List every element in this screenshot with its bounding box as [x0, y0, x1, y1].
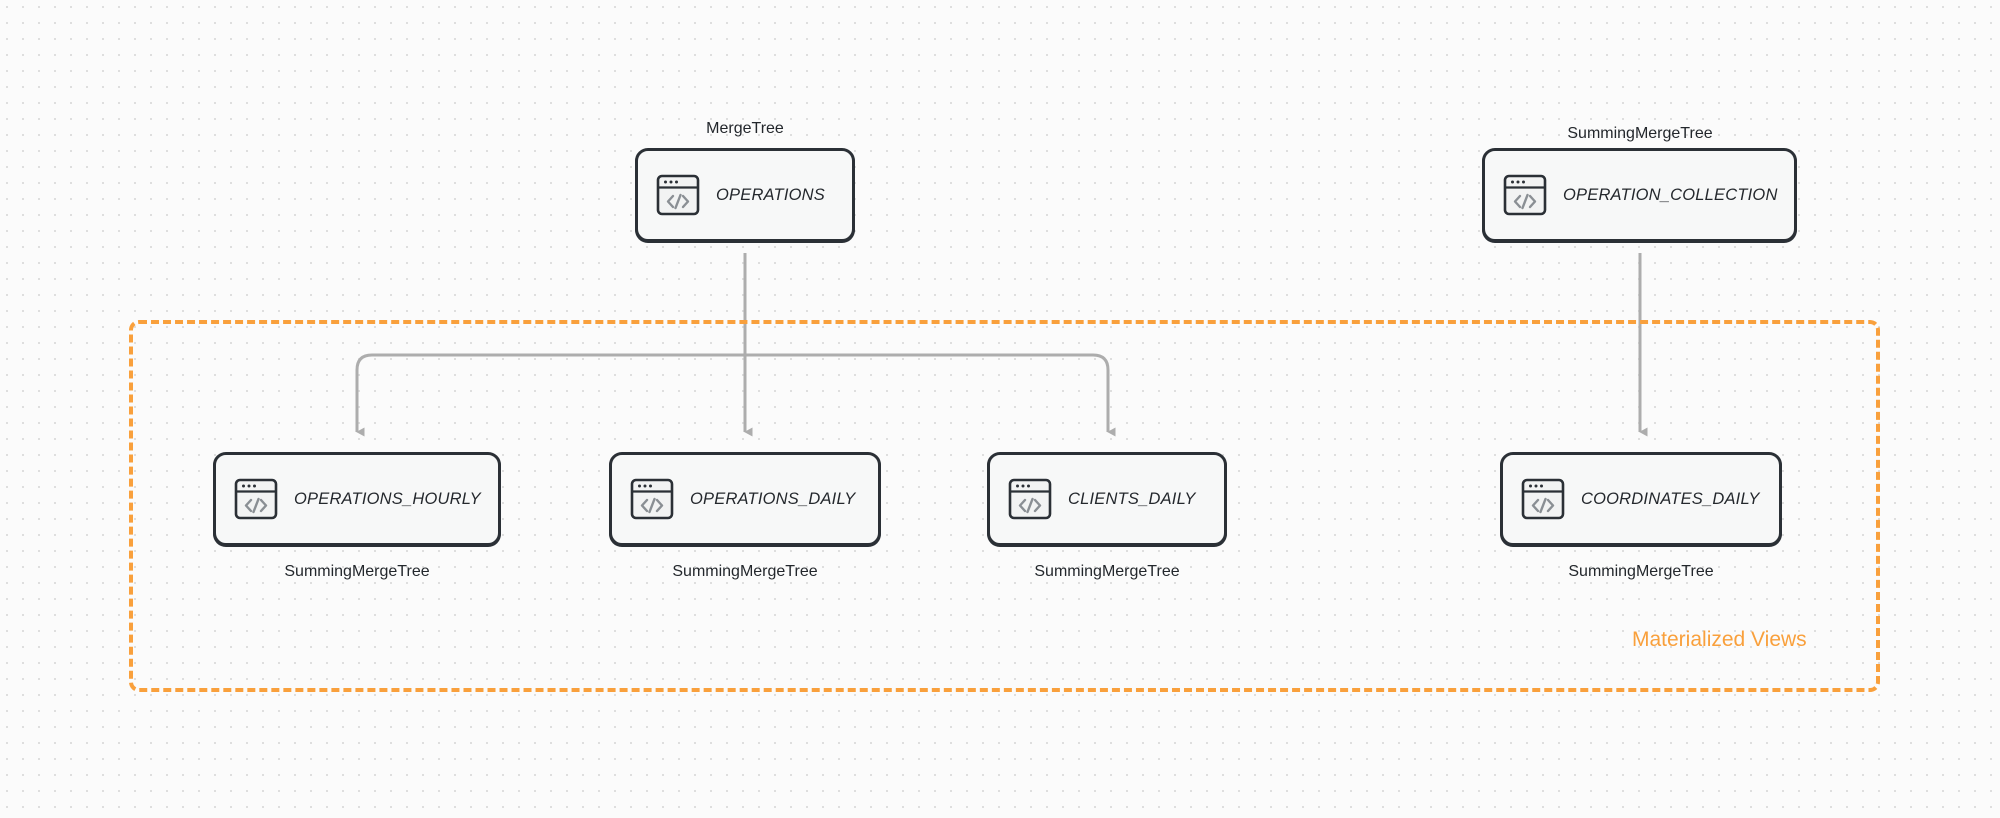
- engine-caption-operations-hourly: SummingMergeTree: [284, 563, 430, 580]
- node-operation-collection[interactable]: OPERATION_COLLECTION: [1482, 148, 1797, 242]
- node-coordinates-daily[interactable]: COORDINATES_DAILY: [1500, 452, 1782, 546]
- code-window-icon: [1521, 478, 1565, 520]
- code-window-icon: [656, 174, 700, 216]
- materialized-views-group: [129, 320, 1880, 692]
- engine-caption-coordinates-daily: SummingMergeTree: [1568, 563, 1714, 580]
- code-window-icon: [1503, 174, 1547, 216]
- node-label-clients-daily: CLIENTS_DAILY: [1068, 489, 1196, 508]
- node-operations[interactable]: OPERATIONS: [635, 148, 855, 242]
- node-operations-hourly[interactable]: OPERATIONS_HOURLY: [213, 452, 501, 546]
- node-label-operations-hourly: OPERATIONS_HOURLY: [294, 489, 481, 508]
- materialized-views-group-label: Materialized Views: [1632, 628, 1807, 651]
- node-label-operations: OPERATIONS: [716, 185, 825, 204]
- engine-caption-operations: MergeTree: [706, 120, 784, 137]
- engine-caption-clients-daily: SummingMergeTree: [1034, 563, 1180, 580]
- code-window-icon: [234, 478, 278, 520]
- engine-caption-operations-daily: SummingMergeTree: [672, 563, 818, 580]
- node-label-coordinates-daily: COORDINATES_DAILY: [1581, 489, 1760, 508]
- node-operations-daily[interactable]: OPERATIONS_DAILY: [609, 452, 881, 546]
- node-label-operations-daily: OPERATIONS_DAILY: [690, 489, 856, 508]
- code-window-icon: [1008, 478, 1052, 520]
- engine-caption-operation-collection: SummingMergeTree: [1567, 125, 1713, 142]
- node-label-operation-collection: OPERATION_COLLECTION: [1563, 185, 1778, 204]
- node-clients-daily[interactable]: CLIENTS_DAILY: [987, 452, 1227, 546]
- code-window-icon: [630, 478, 674, 520]
